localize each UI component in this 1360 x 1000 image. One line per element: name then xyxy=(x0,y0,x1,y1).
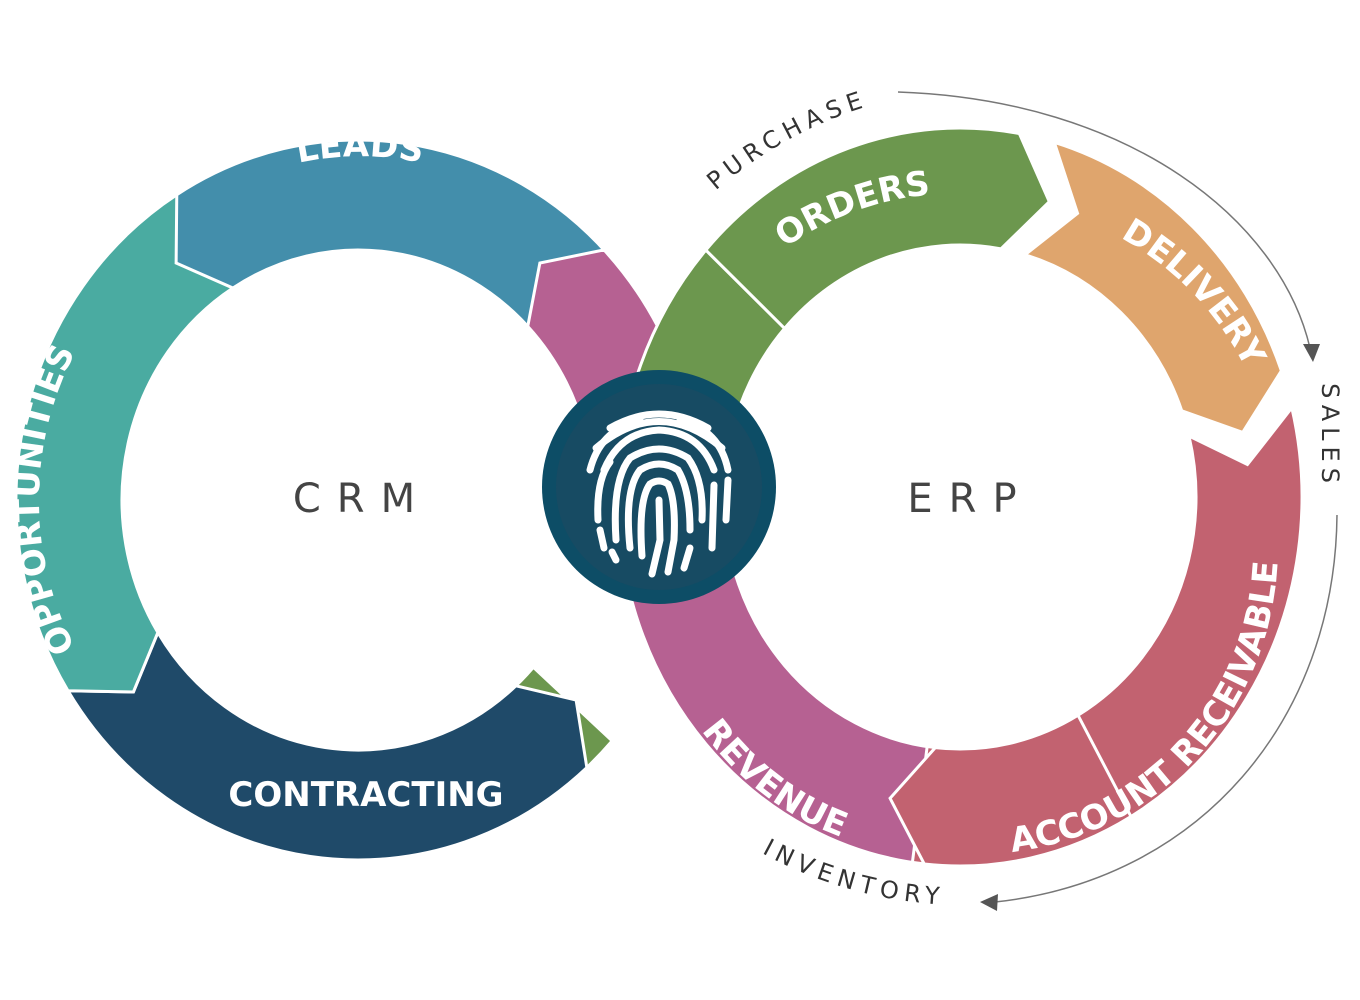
sales-label: SALES xyxy=(1316,383,1344,489)
erp-title: ERP xyxy=(907,476,1032,522)
sales-arrowhead xyxy=(1303,344,1320,362)
inventory-arrowhead xyxy=(980,894,998,911)
erp-ar-arrow-tip xyxy=(888,713,1133,868)
outer-flow-arrows xyxy=(897,91,1338,911)
erp-delivery-segment xyxy=(1021,140,1284,435)
crm-contracting-segment xyxy=(65,629,589,862)
erp-orders-segment xyxy=(703,126,1052,331)
fingerprint-icon xyxy=(586,410,732,578)
purchase-to-sales-arrow xyxy=(897,91,1311,349)
crm-opportunities-segment xyxy=(14,192,235,694)
sales-to-inventory-arrow xyxy=(994,514,1338,903)
crm-title: CRM xyxy=(293,476,431,522)
crm-leads-segment xyxy=(174,138,616,336)
center-badge xyxy=(542,370,776,604)
crm-ring xyxy=(14,138,702,862)
contracting-label: CONTRACTING xyxy=(228,775,503,815)
leads-label: LEADS xyxy=(293,125,427,171)
